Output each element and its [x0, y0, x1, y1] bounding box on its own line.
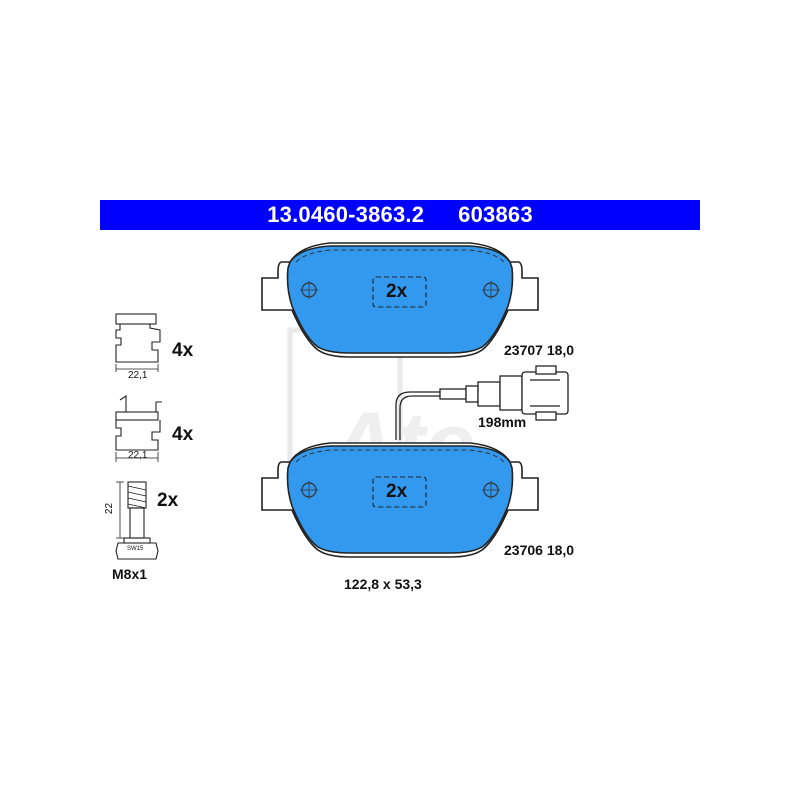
quantity-label-lower: 2x — [386, 481, 408, 502]
pad-dimensions: 122,8 x 53,3 — [344, 576, 422, 592]
clip-2-quantity: 4x — [172, 424, 194, 445]
pad-code-upper: 23707 18,0 — [504, 342, 575, 358]
anti-rattle-clip-1 — [115, 313, 161, 372]
part-number: 13.0460-3863.2 — [267, 202, 425, 227]
brake-pad-upper — [261, 242, 539, 358]
bolt-thread: M8x1 — [112, 566, 148, 582]
sensor-length: 198mm — [478, 414, 527, 430]
brake-pad-lower — [261, 442, 539, 558]
wear-sensor — [395, 365, 569, 440]
bolt-wrench-size: SW15 — [127, 546, 144, 552]
anti-rattle-clip-2 — [115, 394, 162, 462]
bolt-head-icon — [115, 542, 159, 560]
reference-number: 603863 — [458, 202, 533, 227]
guide-bolt — [115, 481, 159, 560]
bolt-quantity: 2x — [157, 490, 179, 511]
clip-1-quantity: 4x — [172, 340, 194, 361]
pad-code-lower: 23706 18,0 — [504, 542, 575, 558]
friction-material-lower — [286, 445, 514, 554]
part-number-banner: 13.0460-3863.2 603863 — [100, 200, 700, 230]
clip-1-dimension: 22,1 — [128, 370, 148, 381]
clip-2-dimension: 22,1 — [128, 450, 148, 461]
quantity-label-upper: 2x — [386, 281, 408, 302]
bolt-length: 22 — [104, 502, 116, 515]
friction-material-upper — [286, 245, 514, 354]
sensor-connector-icon — [499, 375, 523, 411]
